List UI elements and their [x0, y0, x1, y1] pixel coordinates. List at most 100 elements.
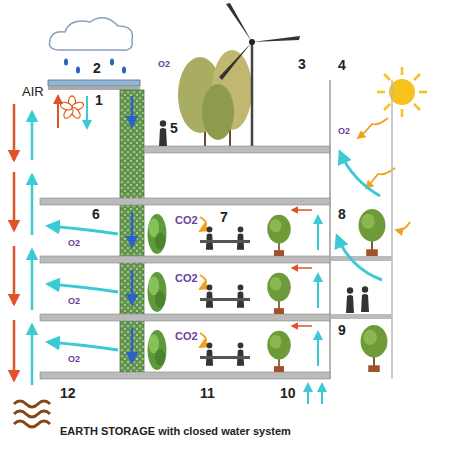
cavity-slab	[330, 256, 392, 261]
oxygen-label: O2	[68, 355, 80, 364]
exhaust-arrow	[292, 267, 312, 269]
callout-number: 11	[200, 386, 215, 401]
person	[206, 227, 213, 250]
water-arrow	[131, 328, 134, 362]
rain-drop	[76, 67, 80, 74]
desk	[200, 356, 250, 359]
exhaust-arrow	[13, 320, 16, 380]
fresh-air-arrow	[31, 112, 34, 160]
sun-rays	[377, 67, 427, 117]
oxygen-label: O2	[158, 60, 170, 69]
person	[237, 227, 244, 250]
co2-label: CO2	[175, 331, 198, 343]
exhaust-arrow	[292, 209, 312, 211]
callout-number: 9	[338, 323, 346, 338]
callout-number: 2	[93, 61, 101, 76]
sunlight-arrow	[358, 118, 388, 138]
earth-wave	[14, 401, 50, 407]
person	[346, 287, 354, 313]
floor-slab	[40, 256, 330, 263]
floor-slab	[40, 198, 330, 205]
fresh-air-arrow	[337, 236, 382, 280]
sun	[389, 79, 415, 105]
caption-note: EARTH STORAGE with closed water system	[60, 426, 291, 438]
floor-slab	[40, 372, 330, 379]
fresh-air-arrow	[48, 284, 118, 292]
turbine-blade	[219, 42, 252, 80]
cavity-slab	[330, 314, 392, 319]
fresh-air-arrow	[48, 342, 118, 350]
exhaust-arrow	[57, 96, 59, 128]
earth-wave	[14, 411, 50, 417]
callout-number: 12	[60, 386, 76, 401]
potted-tree	[267, 215, 291, 256]
callout-number: 5	[170, 121, 178, 136]
rain-drop	[64, 59, 68, 66]
fresh-air-arrow	[340, 152, 380, 196]
turbine-blade	[252, 36, 300, 42]
fresh-air-arrow	[31, 250, 34, 310]
roof-slab	[48, 80, 140, 86]
exhaust-arrow	[13, 104, 16, 160]
person	[206, 343, 213, 366]
earth-wave	[14, 421, 50, 427]
person	[206, 285, 213, 308]
floor-slab	[40, 314, 330, 321]
oxygen-label: O2	[338, 127, 350, 136]
person	[237, 285, 244, 308]
water-arrow	[131, 212, 134, 246]
co2-loop-arrow	[200, 333, 206, 347]
rain-drop	[122, 67, 126, 74]
callout-number: 8	[338, 207, 346, 222]
terrace-slab	[144, 146, 330, 153]
desk	[200, 298, 250, 301]
cavity-tree	[361, 325, 388, 372]
person	[361, 286, 369, 312]
fresh-air-arrow	[307, 384, 309, 404]
fresh-air-arrow	[321, 384, 323, 404]
fresh-air-arrow	[31, 325, 34, 385]
co2-label: CO2	[175, 273, 198, 285]
exhaust-arrow	[292, 325, 312, 327]
turbine-blade	[226, 3, 252, 42]
fresh-air-arrow	[317, 332, 319, 366]
co2-loop-arrow	[200, 275, 206, 289]
green-wall-core	[120, 90, 144, 372]
exhaust-arrow	[13, 246, 16, 304]
callout-number: 3	[298, 57, 306, 72]
roof-slab	[48, 86, 140, 90]
fresh-air-arrow	[31, 175, 34, 235]
fresh-air-arrow	[86, 96, 88, 128]
desk	[200, 240, 250, 243]
bamboo-plant	[148, 214, 167, 254]
inner-facade	[329, 80, 331, 379]
fresh-air-arrow	[317, 216, 319, 250]
cavity-tree	[359, 209, 386, 256]
rain-drop	[110, 59, 114, 66]
exhaust-arrow	[13, 172, 16, 230]
sunlight-arrow	[396, 222, 410, 230]
bamboo-plant	[148, 272, 167, 312]
callout-number: 1	[95, 93, 103, 108]
water-arrow	[131, 96, 134, 126]
potted-tree	[267, 331, 291, 372]
callout-number: 4	[338, 58, 346, 73]
bamboo-plant	[148, 330, 167, 370]
turbine-tower	[251, 44, 254, 146]
fan-blade	[60, 101, 74, 111]
oxygen-label: O2	[68, 297, 80, 306]
tree-canopy	[202, 84, 234, 140]
sunlight-arrow	[366, 168, 395, 188]
cloud	[49, 18, 132, 50]
fresh-air-arrow	[48, 226, 118, 234]
person	[159, 120, 167, 146]
potted-tree	[267, 273, 291, 314]
co2-label: CO2	[175, 215, 198, 227]
co2-loop-arrow	[200, 217, 206, 231]
air-label: AIR	[22, 85, 44, 99]
fresh-air-arrow	[317, 274, 319, 308]
outer-facade	[391, 80, 393, 379]
person	[237, 343, 244, 366]
callout-number: 6	[92, 207, 100, 222]
